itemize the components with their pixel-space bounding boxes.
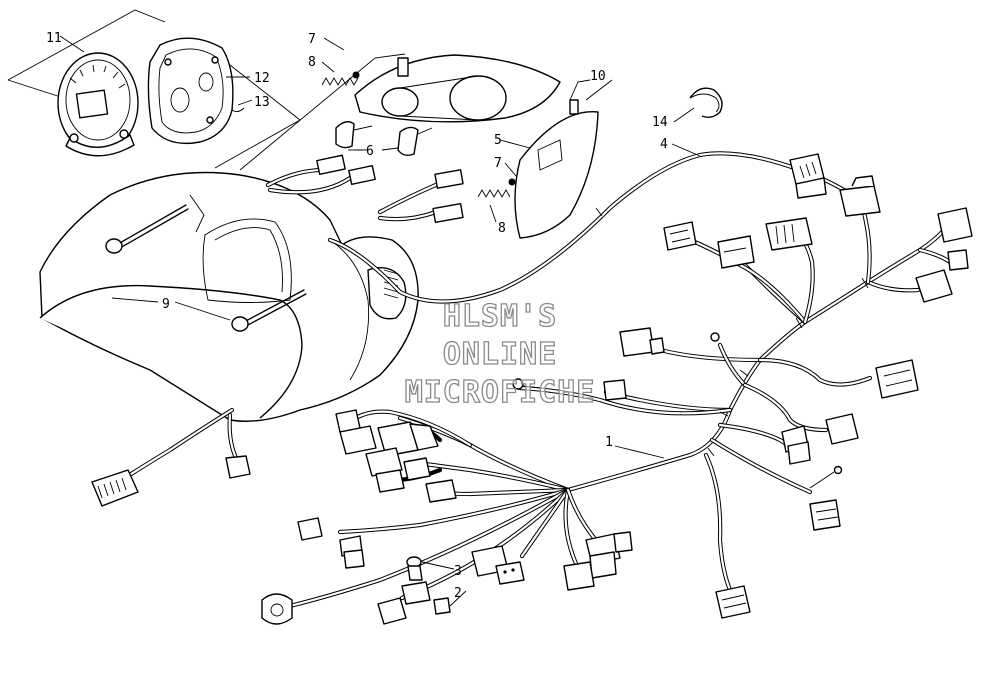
callout-8-lower: 8 [498,221,506,236]
callout-labels: 1 2 3 4 5 6 7 7 8 8 9 10 11 12 13 14 [46,31,668,601]
callout-5: 5 [494,133,502,148]
mount-tab [397,57,409,77]
connector-l-4 [365,447,403,477]
headlight-bulb-left [381,87,419,117]
connector-front-left [91,469,139,507]
bulb-socket-left [335,121,355,149]
leader-lines [59,35,701,607]
bulb-socket-right [397,126,419,157]
connector-headlight-b [348,164,376,186]
leader-13 [231,107,245,113]
callout-3: 3 [454,564,462,579]
connector-r-2 [825,413,859,445]
connector-l-2 [339,425,377,455]
front-left-branch [91,407,251,507]
upper-fairing-group [239,53,599,239]
callout-13: 13 [254,95,270,110]
connector-headlight-d [432,202,464,224]
retaining-clip-14 [689,87,723,119]
callout-12: 12 [254,71,270,86]
headlight-bulb-right [449,75,507,121]
connector-ur-2 [765,217,813,251]
spring-8-top [321,71,360,86]
connector-u-1 [663,221,697,251]
connector-l-7 [343,549,365,569]
connector-m-2 [603,379,627,401]
callout-1: 1 [605,435,613,450]
fairing-vent [367,267,407,320]
cluster-bracket-line-top [7,9,166,81]
watermark-line-2: ONLINE [443,337,557,372]
front-fairing-body [39,171,419,422]
connector-l-8 [377,597,407,625]
connector-b-2 [563,561,595,591]
callout-9: 9 [162,297,170,312]
harness-connectors [261,153,973,625]
watermark-line-3: MICROFICHE [405,375,596,410]
bracket-line-upper [239,53,406,171]
connector-round [261,593,293,625]
speedometer-gauge [57,52,139,157]
spring-8-lower [477,178,516,198]
headlight-subharness [265,154,464,224]
connector-ur-1 [839,185,881,217]
connector-headlight-a [316,154,346,176]
connector-ur-5 [915,269,953,303]
connector-ur-3 [937,207,973,243]
watermark-line-1: HLSM'S [443,299,557,334]
callout-10: 10 [590,69,606,84]
watermark: HLSM'S ONLINE MICROFICHE [404,298,596,410]
bolt-9-lower [231,289,307,332]
connector-r-1 [875,359,919,399]
connector-l-6 [297,517,323,541]
connector-headlight-c [434,169,464,189]
connector-l-5 [425,479,457,503]
connector-u-2 [717,235,755,269]
callout-7-top: 7 [308,32,316,47]
callout-14: 14 [652,115,668,130]
connector-m-1 [619,327,655,357]
fairing-window [202,218,292,303]
bolt-9-upper [105,204,189,254]
callout-11: 11 [46,31,62,46]
callout-8-top: 8 [308,55,316,70]
callout-6: 6 [366,144,374,159]
relay-2 [433,597,451,615]
callout-2: 2 [454,586,462,601]
connector-front-left-small [225,455,251,479]
connector-r-5 [715,585,751,619]
instrument-cluster-group [7,9,301,169]
connector-r-4 [809,499,841,531]
callout-7-lower: 7 [494,156,502,171]
callout-4: 4 [660,137,668,152]
gauge-housing [147,37,234,145]
side-fairing-panel [514,111,599,239]
connector-ur-4 [947,249,969,271]
bulb-sockets [321,37,531,223]
